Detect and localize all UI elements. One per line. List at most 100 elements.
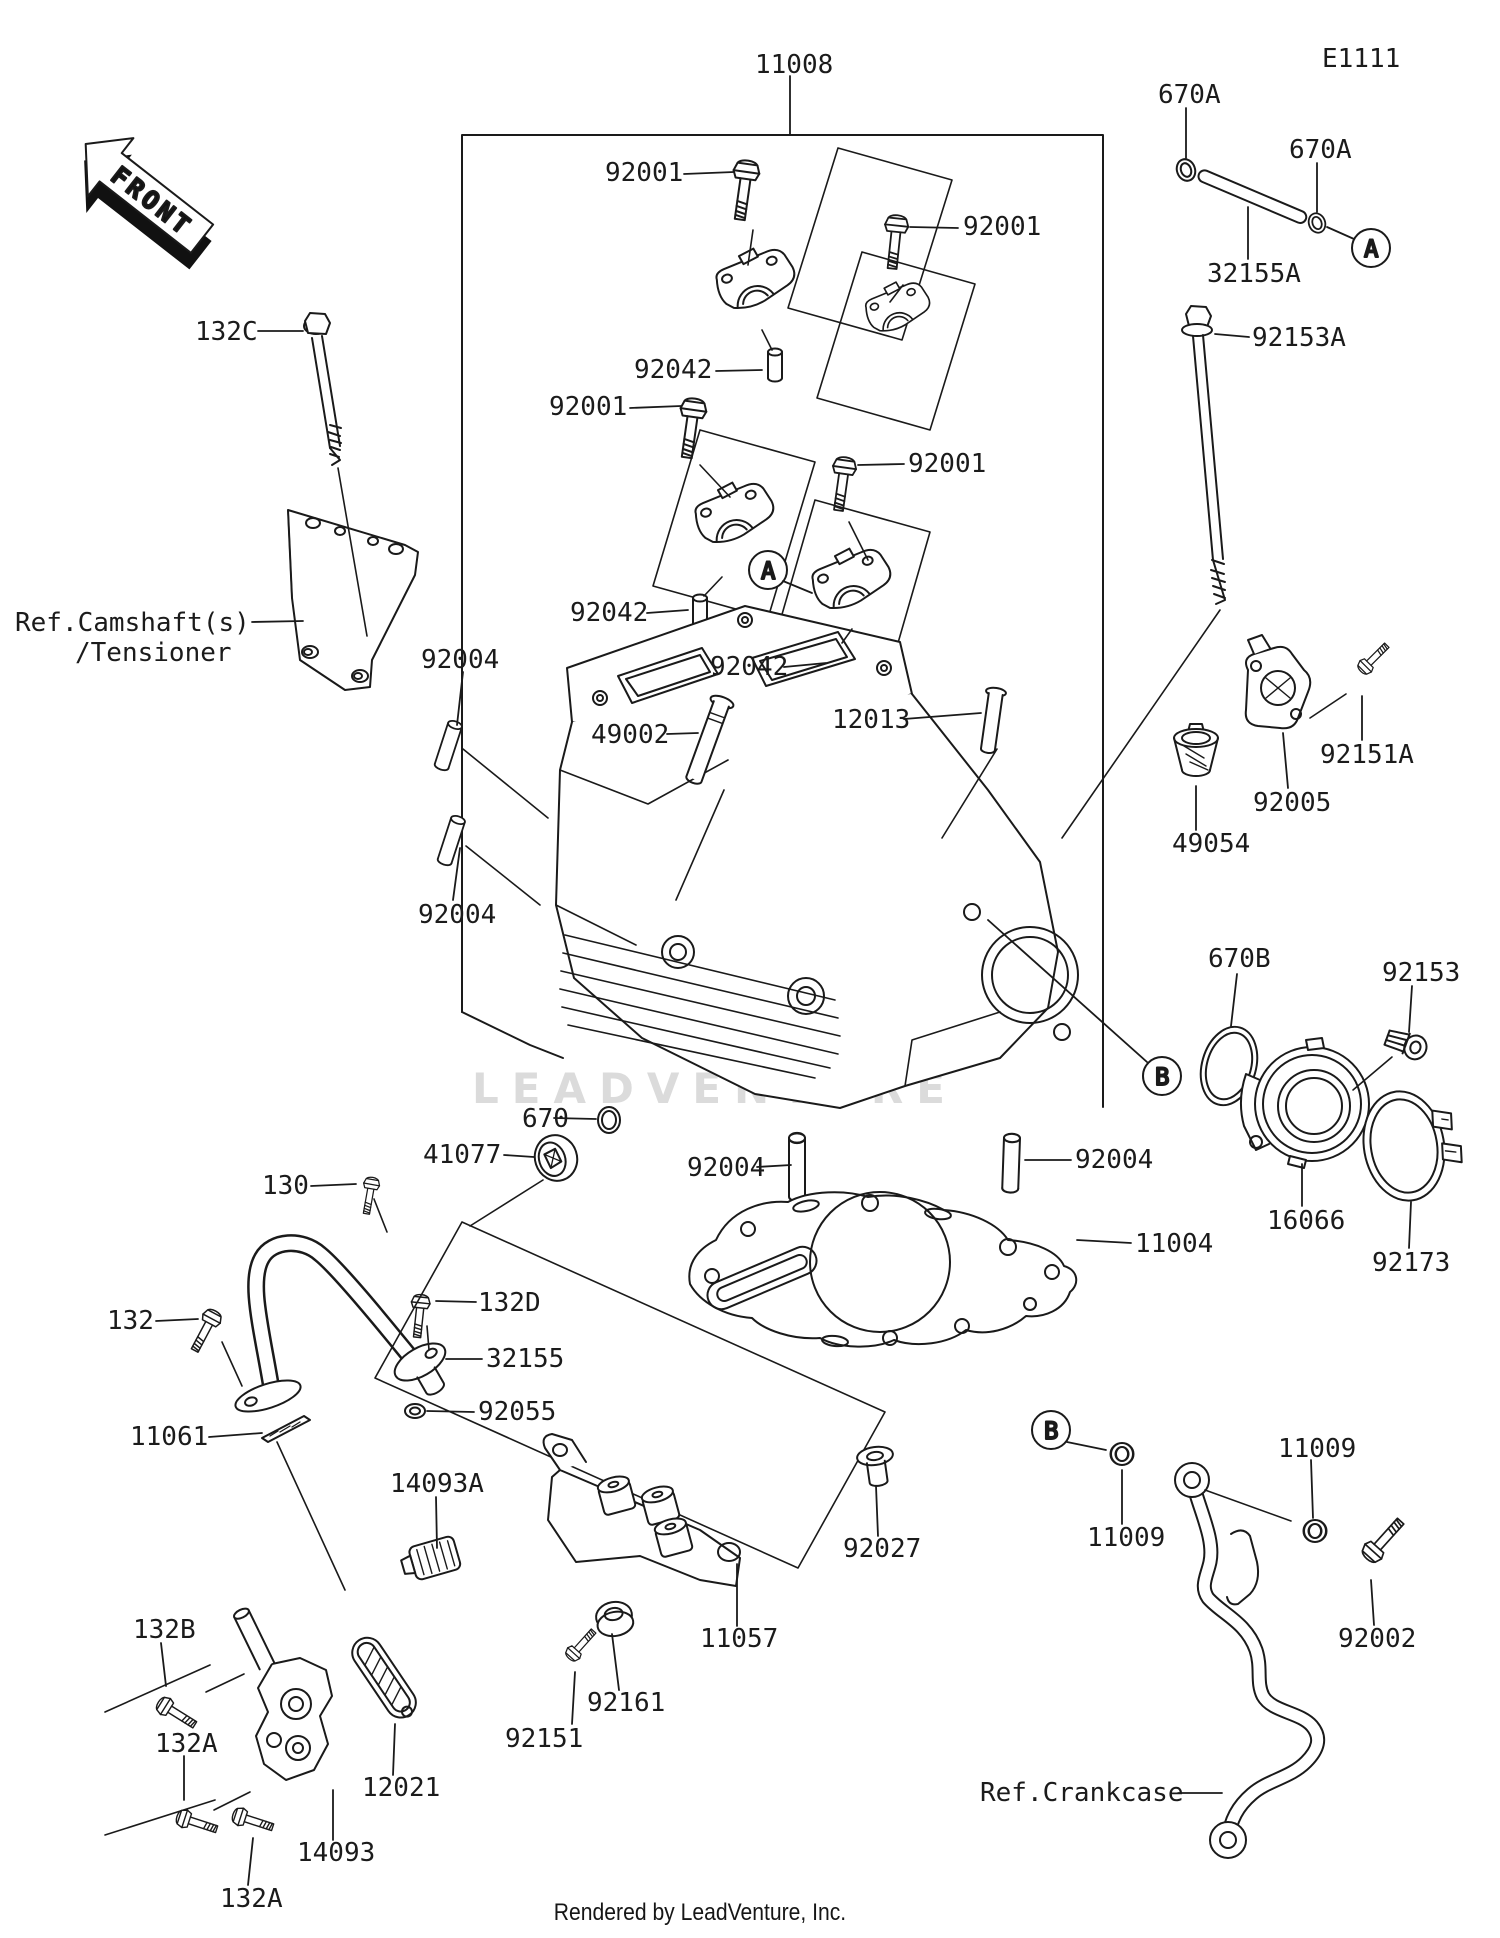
part-label-92173: 92173 xyxy=(1372,1248,1451,1278)
cap-49054-drawing xyxy=(1173,723,1219,777)
part-label-14093: 14093 xyxy=(297,1838,376,1868)
part-label-49054: 49054 xyxy=(1172,829,1251,859)
part-label-132A-2: 132A xyxy=(220,1884,283,1914)
part-label-132D: 132D xyxy=(478,1288,541,1318)
plug-41077-drawing xyxy=(533,1134,579,1182)
bottom-group-plane xyxy=(104,1221,886,1836)
part-label-49002: 49002 xyxy=(591,720,670,750)
part-label-92151: 92151 xyxy=(505,1724,584,1754)
group-box-11008 xyxy=(461,134,1104,1108)
bolt-132b-drawing xyxy=(152,1693,201,1734)
part-label-32155: 32155 xyxy=(486,1344,565,1374)
part-label-92001-1: 92001 xyxy=(605,158,684,188)
damper-92161-drawing xyxy=(595,1600,635,1638)
detail-letter-a-mid: A xyxy=(761,557,776,585)
detail-circle-a-top xyxy=(1351,228,1391,268)
part-label-92042-1: 92042 xyxy=(634,355,713,385)
part-label-32155A: 32155A xyxy=(1207,259,1301,289)
oring-670b-drawing xyxy=(1199,1025,1259,1107)
part-label-11009-2: 11009 xyxy=(1278,1434,1357,1464)
water-outlet-92005-drawing xyxy=(1244,634,1312,730)
part-label-92004-4: 92004 xyxy=(1075,1145,1154,1175)
part-label-132B: 132B xyxy=(133,1615,196,1645)
part-label-11057: 11057 xyxy=(700,1624,779,1654)
rocker-shaft-32155a-drawing xyxy=(1172,155,1329,236)
part-label-92002: 92002 xyxy=(1338,1624,1417,1654)
part-label-92004-1: 92004 xyxy=(421,645,500,675)
collar-92027-drawing xyxy=(856,1445,894,1487)
part-label-12021: 12021 xyxy=(362,1773,441,1803)
ref-camshaft-line2: /Tensioner xyxy=(75,638,232,668)
head-gasket-11004-drawing xyxy=(688,1191,1078,1348)
guide-12021-drawing xyxy=(351,1636,417,1719)
bolt-92002-drawing xyxy=(1357,1512,1410,1567)
part-label-670B: 670B xyxy=(1208,944,1271,974)
part-label-11061: 11061 xyxy=(130,1422,209,1452)
part-label-92001-4: 92001 xyxy=(908,449,987,479)
bolt-92153-drawing xyxy=(1383,1029,1428,1061)
leader-lines xyxy=(155,75,1413,1886)
detail-letter-b-mid: B xyxy=(1155,1063,1169,1091)
part-label-670A-2: 670A xyxy=(1289,135,1352,165)
oil-pipe-assy-drawing xyxy=(1109,1441,1328,1859)
bracket-11057-drawing xyxy=(542,1433,741,1587)
part-label-132A-1: 132A xyxy=(155,1729,218,1759)
part-label-11008: 11008 xyxy=(755,50,834,80)
detail-circle-b-bottom xyxy=(1031,1410,1071,1450)
tensioner-14093-drawing xyxy=(233,1607,333,1781)
front-direction-arrow: FRONT xyxy=(84,137,215,270)
cap-14093a-drawing xyxy=(400,1535,462,1581)
part-label-92027: 92027 xyxy=(843,1534,922,1564)
bolt-132c-drawing xyxy=(303,312,342,466)
part-label-670A-1: 670A xyxy=(1158,80,1221,110)
ref-camshaft-line1: Ref.Camshaft(s) xyxy=(15,608,250,638)
oil-pipe-32155-drawing xyxy=(234,1234,447,1419)
bolt-92151-drawing xyxy=(562,1625,601,1665)
part-label-92001-2: 92001 xyxy=(963,212,1042,242)
oring-670-drawing xyxy=(597,1106,621,1134)
connector-lines xyxy=(205,229,1393,1811)
bolt-132a-drawings xyxy=(173,1805,277,1839)
part-label-92005: 92005 xyxy=(1253,788,1332,818)
clamp-92173-drawing xyxy=(1362,1090,1463,1202)
gasket-11061-drawing xyxy=(261,1415,311,1443)
cylinder-head-drawing xyxy=(555,605,1079,1109)
part-label-670: 670 xyxy=(522,1104,569,1134)
part-label-130: 130 xyxy=(262,1171,309,1201)
part-label-11009-1: 11009 xyxy=(1087,1523,1166,1553)
part-label-92042-3: 92042 xyxy=(710,652,789,682)
part-label-14093A: 14093A xyxy=(390,1469,484,1499)
part-label-92161: 92161 xyxy=(587,1688,666,1718)
bolt-92151a-drawing xyxy=(1354,638,1394,678)
detail-letter-a-top: A xyxy=(1364,235,1379,263)
part-label-16066: 16066 xyxy=(1267,1206,1346,1236)
part-label-132C: 132C xyxy=(195,317,258,347)
part-label-92153A: 92153A xyxy=(1252,323,1346,353)
detail-circle-a-mid xyxy=(748,550,788,590)
part-label-92004-3: 92004 xyxy=(687,1153,766,1183)
intake-holder-16066-drawing xyxy=(1240,1037,1370,1169)
part-label-41077: 41077 xyxy=(423,1140,502,1170)
valve-guide-49002-drawing xyxy=(685,694,735,785)
bolt-92153a-drawing xyxy=(1181,305,1226,605)
cooling-fins xyxy=(559,934,841,1079)
part-label-92001-3: 92001 xyxy=(549,392,628,422)
ref-crankcase-label: Ref.Crankcase xyxy=(980,1778,1184,1808)
cap-bolt-drawings xyxy=(672,157,911,513)
page-code: E1111 xyxy=(1322,44,1401,74)
part-label-92055: 92055 xyxy=(478,1397,557,1427)
detail-letter-b-bottom: B xyxy=(1044,1417,1058,1445)
part-label-132: 132 xyxy=(107,1306,154,1336)
cam-cap-drawings xyxy=(687,238,936,616)
part-label-11004: 11004 xyxy=(1135,1229,1214,1259)
part-label-92004-2: 92004 xyxy=(418,900,497,930)
bolt-132-drawing xyxy=(185,1305,225,1356)
valve-guide-12013-drawing xyxy=(979,686,1007,755)
camshaft-bracket-drawing xyxy=(287,509,419,691)
part-label-12013: 12013 xyxy=(832,705,911,735)
part-label-92153: 92153 xyxy=(1382,958,1461,988)
part-label-92042-2: 92042 xyxy=(570,598,649,628)
detail-circle-b-mid xyxy=(1142,1056,1182,1096)
rendered-by-footer: Rendered by LeadVenture, Inc. xyxy=(553,1899,847,1926)
